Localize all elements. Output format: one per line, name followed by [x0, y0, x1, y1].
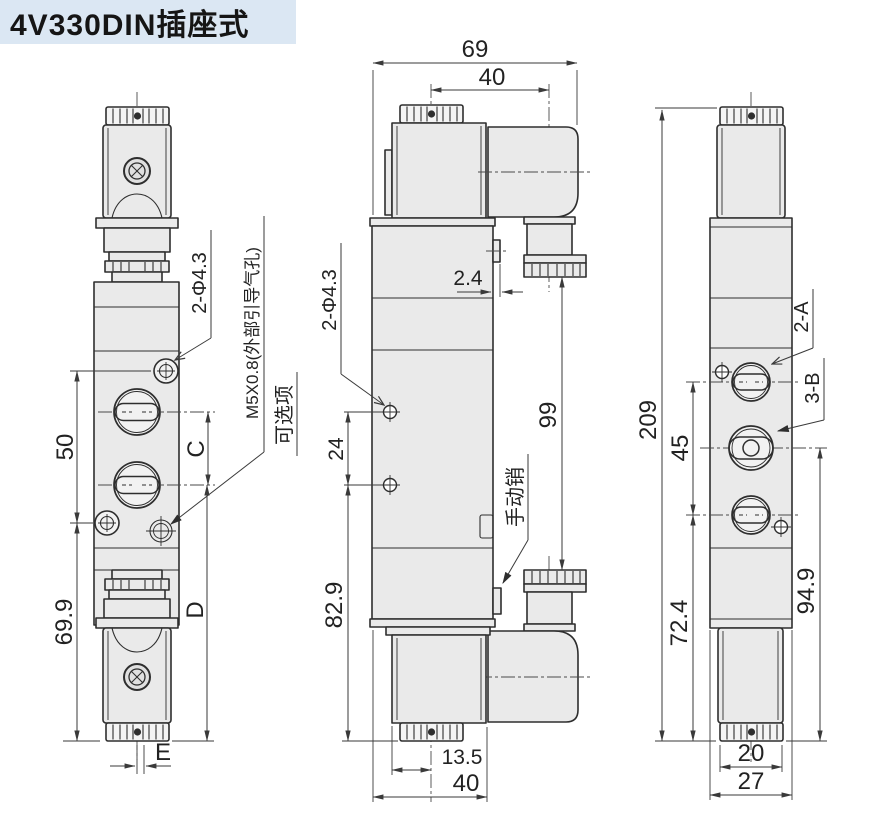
dim-center-offset-e: E: [155, 739, 171, 766]
label-front-holes: 2-Φ4.3: [189, 252, 211, 314]
dim-lower-span-d: D: [182, 601, 209, 618]
dim-total-height: 209: [635, 400, 662, 440]
dim-b-port-height: 94.9: [793, 568, 820, 615]
front-top-dome: [111, 193, 163, 219]
front-port-bottom: [113, 461, 161, 509]
dim-cap-width: 20: [738, 740, 765, 767]
page-title: 4V330DIN插座式: [10, 9, 250, 42]
dim-connector-height: 99: [535, 402, 562, 429]
side-bottom-solenoid: [391, 634, 487, 724]
front-mount-hole-top: [153, 358, 179, 384]
dim-body-width: 27: [738, 768, 765, 795]
label-side-holes: 2-Φ4.3: [319, 269, 341, 331]
title-banner: 4V330DIN插座式: [0, 0, 296, 44]
label-manual-pin: 手动销: [504, 467, 527, 527]
end-valve-body: [709, 217, 793, 629]
side-top-solenoid: [391, 122, 487, 219]
front-view: 50 C 69.9 D E 2-Φ4.3 M5X0.8(外部引导气孔) 可选项: [51, 92, 298, 774]
dim-port-spacing: 45: [667, 435, 694, 462]
dim-base-width: 40: [453, 770, 480, 797]
dim-solenoid-offset: 13.5: [442, 746, 483, 769]
end-port-b: [728, 425, 774, 471]
side-manual-pin: [492, 587, 502, 615]
side-view: 69 40 2.4 24 82.9 99 13.5 40: [319, 36, 592, 802]
label-a-ports: 2-A: [791, 301, 813, 333]
end-port-a-top: [731, 362, 771, 402]
label-m5-port: M5X0.8(外部引导气孔): [243, 247, 262, 419]
dim-connector-offset: 40: [479, 64, 506, 91]
front-m5-port: [146, 516, 176, 546]
dim-step: 2.4: [453, 267, 483, 290]
end-bottom-solenoid: [717, 627, 784, 724]
dim-lower-height: 69.9: [51, 599, 78, 646]
end-top-solenoid: [716, 124, 786, 219]
side-bottom-din-connector: [487, 630, 579, 723]
label-b-port: 3-B: [802, 372, 824, 403]
dim-hole-spacing: 24: [325, 437, 348, 461]
end-port-a-bottom: [731, 495, 771, 535]
side-pin-recess: [479, 514, 494, 539]
label-optional: 可选项: [273, 385, 296, 445]
dim-mount-spacing: 50: [52, 434, 79, 461]
front-mount-hole-bottom: [94, 510, 120, 536]
dim-body-height: 82.9: [321, 582, 348, 629]
front-valve-body: [93, 281, 180, 626]
front-bottom-dome: [111, 627, 163, 653]
dim-port-spacing-c: C: [183, 440, 210, 457]
front-port-top: [113, 388, 161, 436]
dim-total-width: 69: [462, 36, 489, 63]
dim-lower-height: 72.4: [666, 600, 693, 647]
end-view: 209 45 72.4 94.9 20 27 2-A 3-B: [635, 92, 827, 800]
